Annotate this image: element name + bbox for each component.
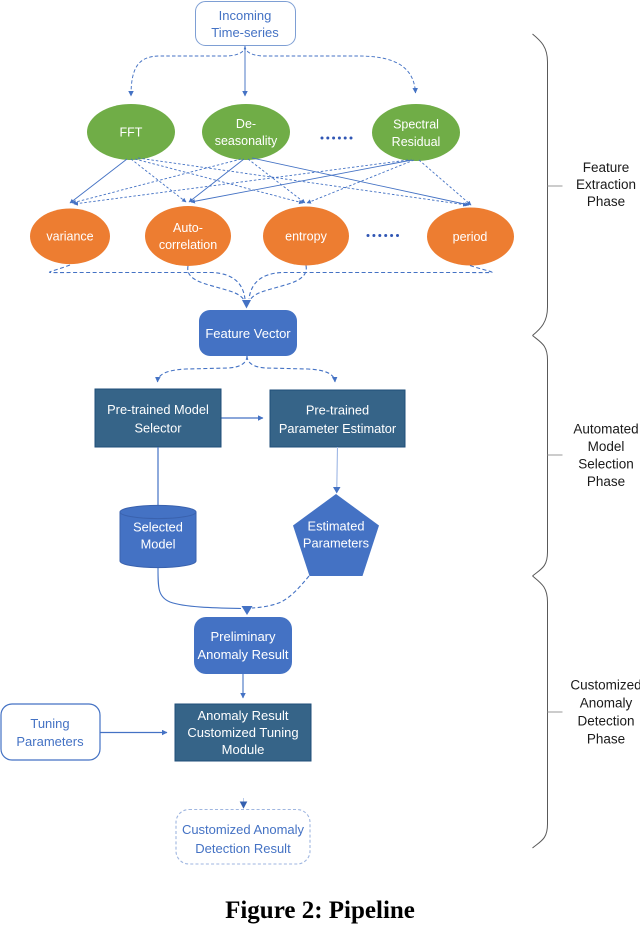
svg-text:Anomaly Result: Anomaly Result	[197, 647, 288, 662]
svg-text:Automated: Automated	[573, 422, 638, 437]
svg-text:Phase: Phase	[587, 194, 625, 209]
svg-text:De-: De-	[236, 117, 256, 131]
svg-text:seasonality: seasonality	[215, 134, 278, 148]
svg-text:Figure 2: Pipeline: Figure 2: Pipeline	[225, 897, 415, 924]
svg-text:variance: variance	[46, 230, 93, 244]
svg-text:Pre-trained: Pre-trained	[306, 403, 369, 418]
svg-text:Anomaly Result: Anomaly Result	[197, 708, 288, 723]
svg-text:Residual: Residual	[392, 135, 441, 149]
svg-text:Pre-trained Model: Pre-trained Model	[107, 402, 209, 417]
svg-text:Customized: Customized	[570, 678, 640, 693]
svg-text:Parameters: Parameters	[16, 734, 84, 749]
svg-text:period: period	[453, 230, 488, 244]
svg-text:correlation: correlation	[159, 238, 217, 252]
svg-text:Detection Result: Detection Result	[195, 841, 291, 856]
svg-text:Preliminary: Preliminary	[210, 629, 276, 644]
svg-text:Selection: Selection	[578, 457, 634, 472]
svg-text:Tuning: Tuning	[30, 716, 69, 731]
svg-text:Customized Anomaly: Customized Anomaly	[182, 822, 305, 837]
svg-text:Model: Model	[141, 537, 176, 552]
svg-text:Anomaly: Anomaly	[580, 696, 633, 711]
svg-text:Selector: Selector	[135, 421, 183, 436]
svg-text:Detection: Detection	[577, 714, 634, 729]
svg-text:Selected: Selected	[133, 520, 183, 535]
svg-text:Time-series: Time-series	[211, 25, 279, 40]
svg-text:Phase: Phase	[587, 732, 625, 747]
svg-text:Estimated: Estimated	[308, 519, 365, 534]
svg-text:entropy: entropy	[285, 230, 327, 244]
svg-text:Module: Module	[222, 742, 265, 757]
svg-text:Spectral: Spectral	[393, 118, 439, 132]
svg-text:Parameter Estimator: Parameter Estimator	[279, 421, 397, 436]
svg-text:Feature Vector: Feature Vector	[205, 326, 291, 341]
svg-text:Extraction: Extraction	[576, 177, 636, 192]
svg-text:Parameters: Parameters	[303, 536, 369, 551]
svg-text:Auto-: Auto-	[173, 221, 203, 235]
svg-text:Phase: Phase	[587, 474, 625, 489]
svg-text:Incoming: Incoming	[219, 8, 272, 23]
svg-text:Model: Model	[588, 439, 625, 454]
svg-text:Feature: Feature	[583, 160, 630, 175]
svg-text:Customized Tuning: Customized Tuning	[187, 725, 298, 740]
svg-text:FFT: FFT	[120, 126, 143, 140]
